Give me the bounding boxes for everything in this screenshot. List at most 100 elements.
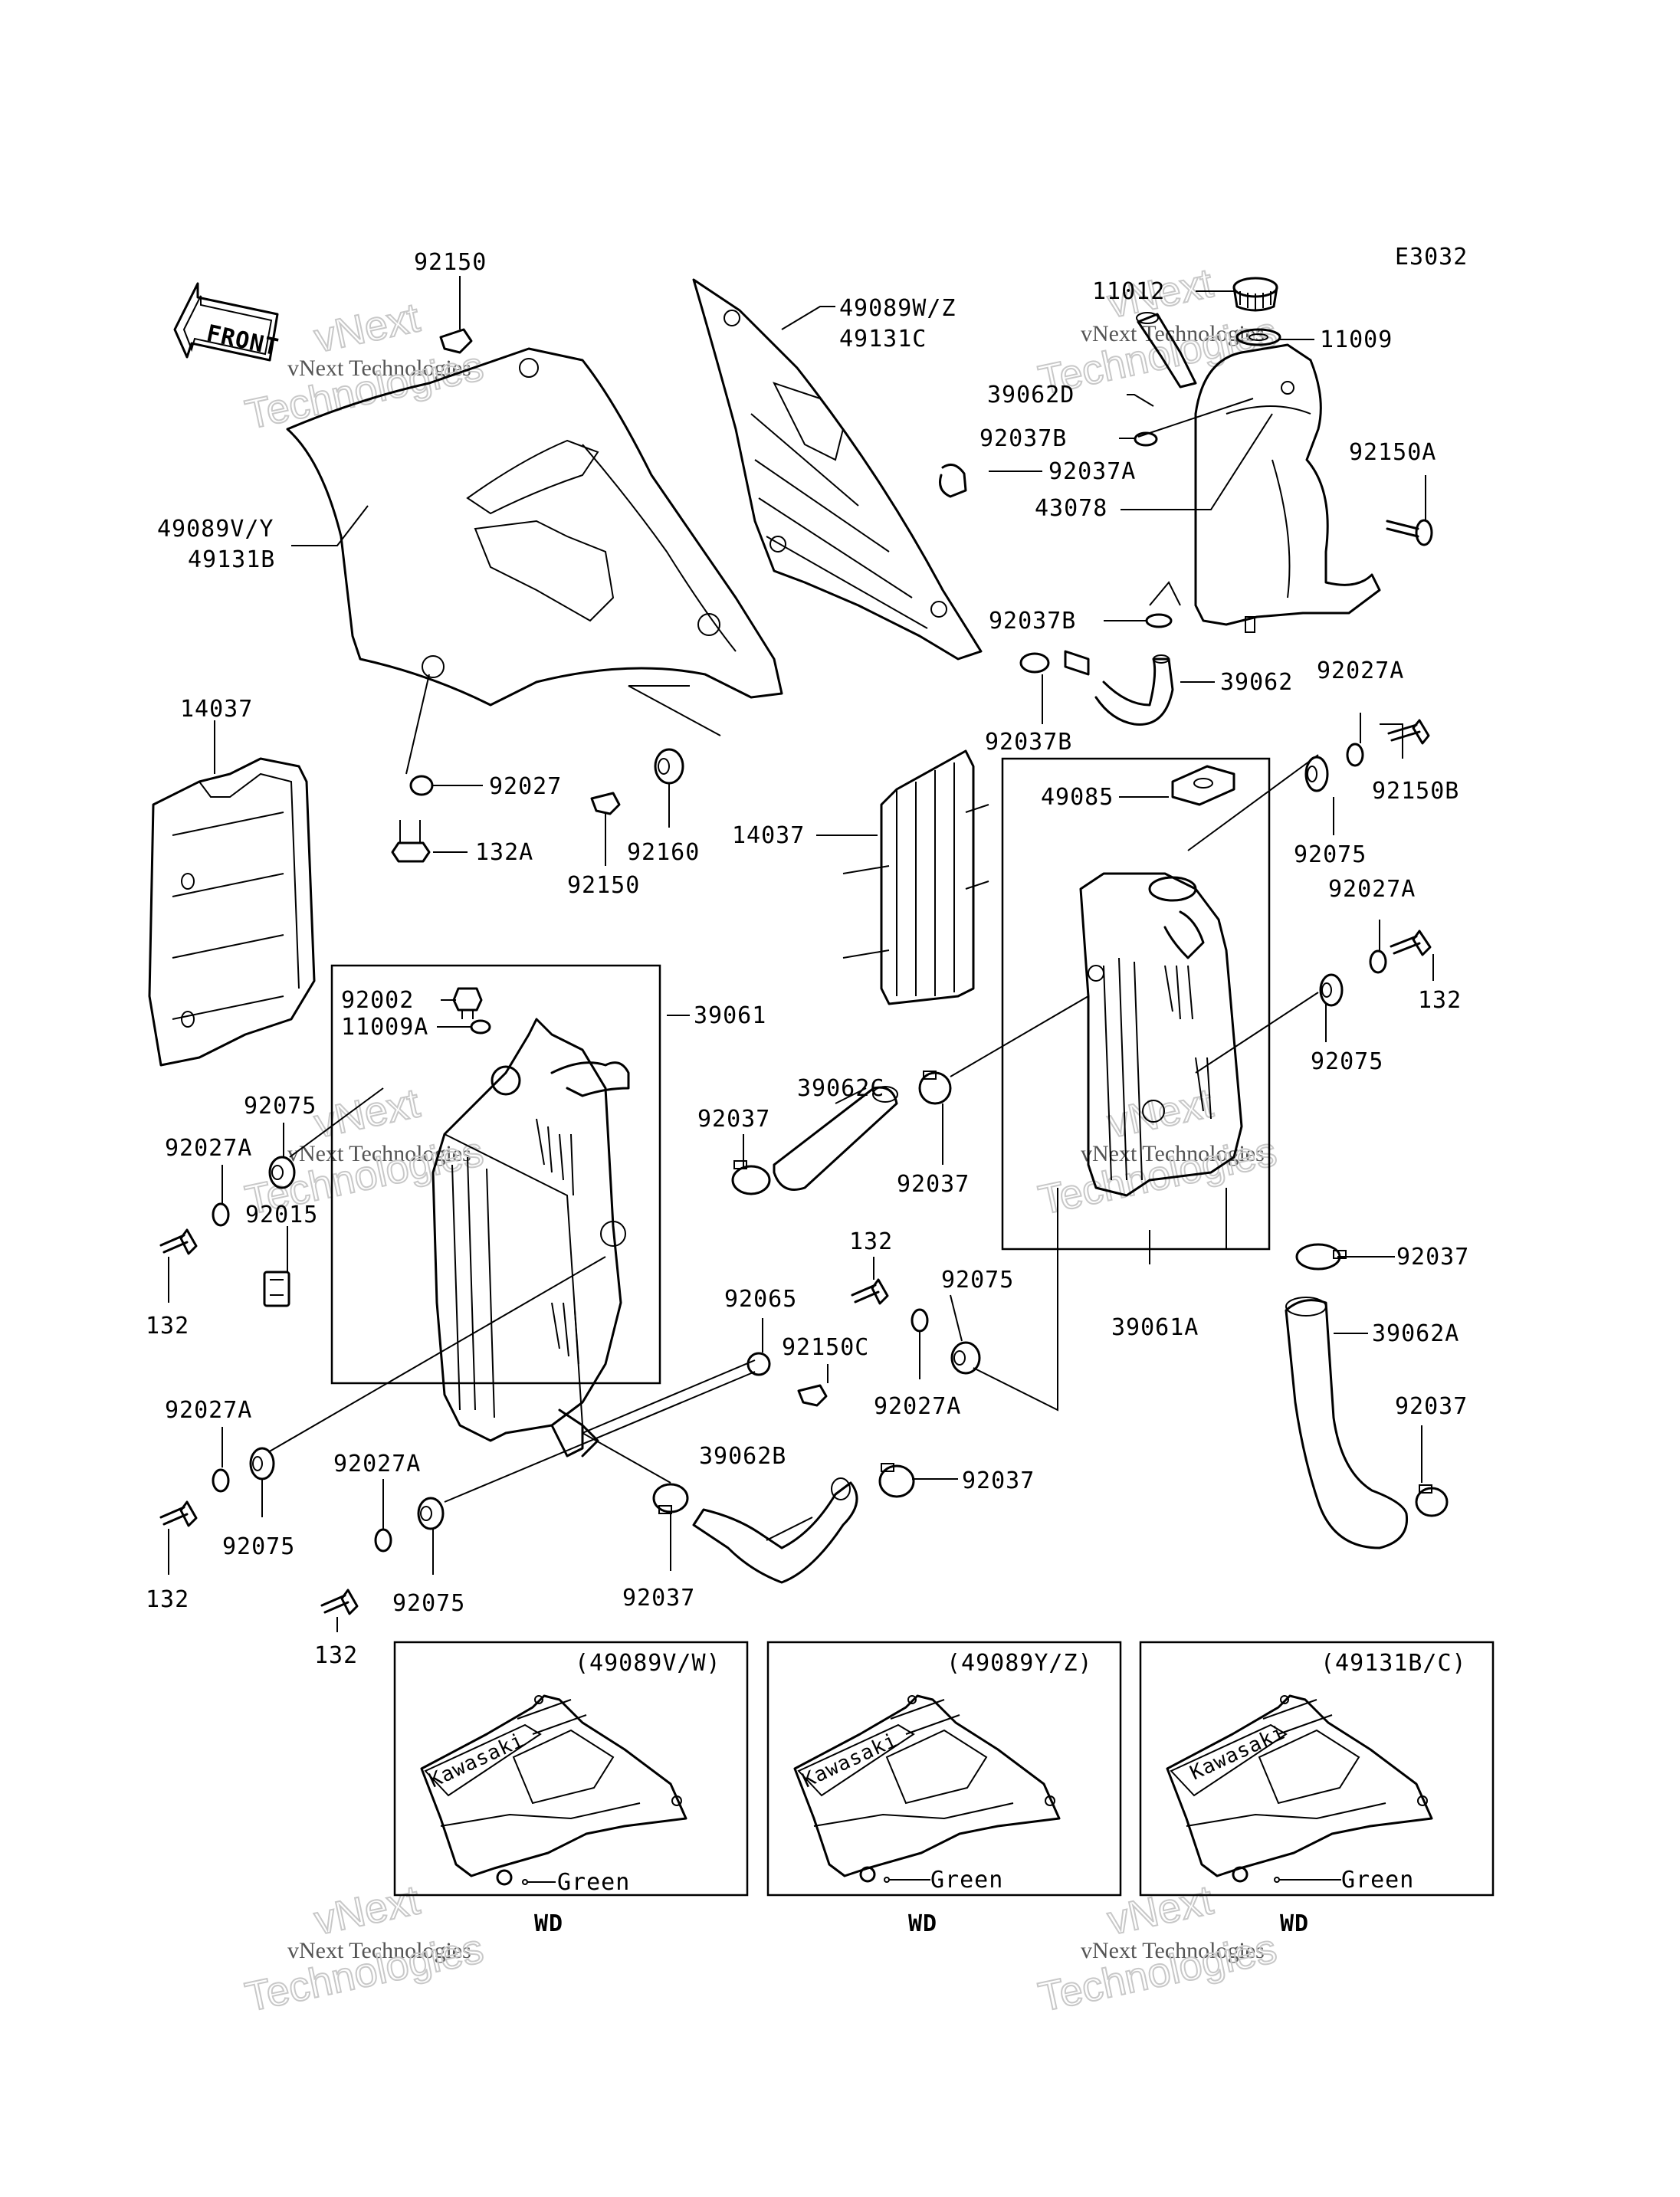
part-label: 11012 bbox=[1092, 278, 1165, 305]
part-label: 92150A bbox=[1349, 439, 1436, 466]
grommet bbox=[249, 1447, 275, 1481]
bolt bbox=[320, 1589, 359, 1615]
part-label: 92027A bbox=[874, 1393, 961, 1420]
part-label: 132A bbox=[475, 839, 533, 866]
hose-clamp bbox=[731, 1160, 771, 1195]
part-labels: 92150 49089W/Z 49131C 11012 11009 39062D… bbox=[146, 249, 1469, 1669]
inset-frame bbox=[393, 1641, 749, 1897]
part-label: 49089W/Z bbox=[839, 295, 956, 322]
part-label: 39061A bbox=[1111, 1314, 1199, 1341]
reservoir-tank bbox=[1194, 343, 1381, 633]
inset-caption: WD bbox=[908, 1910, 937, 1937]
left-radiator-frame bbox=[330, 964, 661, 1385]
part-label: 92002 bbox=[341, 987, 414, 1014]
part-label: 92027A bbox=[165, 1397, 252, 1424]
inset-variant-1: (49089V/W) Kawasaki Green bbox=[393, 1641, 749, 1897]
inset-title: (49131B/C) bbox=[1321, 1650, 1467, 1677]
grommet bbox=[268, 1156, 296, 1189]
part-label: 92027 bbox=[489, 773, 562, 800]
bolt-92150 bbox=[439, 328, 473, 354]
watermark-outline: vNext bbox=[310, 1080, 424, 1146]
part-label: 132 bbox=[1418, 987, 1462, 1014]
part-label: 92037 bbox=[1395, 1393, 1468, 1420]
part-label: 14037 bbox=[180, 696, 253, 723]
part-label: 92150C bbox=[782, 1334, 869, 1361]
leader-lines bbox=[168, 276, 1434, 1632]
hose-clip bbox=[939, 463, 967, 498]
part-label: 92037B bbox=[989, 608, 1076, 635]
grommet bbox=[950, 1341, 981, 1375]
inset-note: Green bbox=[557, 1869, 630, 1896]
o-ring-92065 bbox=[746, 1352, 771, 1376]
part-label: 39061 bbox=[694, 1002, 766, 1029]
hose-39062B bbox=[692, 1477, 858, 1584]
inset-note: Green bbox=[930, 1867, 1003, 1894]
watermark-text: vNext Technologies bbox=[1081, 1938, 1265, 1963]
hose-39062C bbox=[773, 1086, 898, 1191]
part-label: 92075 bbox=[1294, 841, 1367, 868]
bolt-92150C bbox=[797, 1384, 828, 1407]
part-label: 92037 bbox=[1396, 1244, 1469, 1271]
hose-clamp bbox=[918, 1071, 952, 1105]
part-label: 39062B bbox=[699, 1443, 786, 1470]
grommet bbox=[1304, 756, 1329, 792]
part-label: 11009 bbox=[1320, 326, 1393, 353]
inset-caption: WD bbox=[1280, 1910, 1309, 1937]
collar bbox=[374, 1528, 392, 1553]
breather-hose bbox=[1136, 312, 1197, 389]
part-label: 92065 bbox=[724, 1286, 797, 1313]
part-label: 92037B bbox=[985, 729, 1072, 756]
hose-clamp bbox=[1415, 1484, 1449, 1517]
collar bbox=[212, 1202, 230, 1227]
part-label: 92160 bbox=[627, 839, 700, 866]
watermark-text: vNext Technologies bbox=[1081, 321, 1265, 346]
right-radiator-shroud bbox=[692, 278, 983, 661]
part-label: 92027A bbox=[1328, 876, 1416, 903]
center-radiator-grille bbox=[842, 749, 989, 1005]
cap-gasket bbox=[1235, 328, 1281, 346]
bolt bbox=[159, 1228, 198, 1255]
hose-39062 bbox=[1064, 650, 1174, 726]
bolt bbox=[851, 1278, 889, 1305]
bolt-132A bbox=[391, 820, 431, 863]
bolt-92150 bbox=[590, 792, 621, 815]
part-label: 92037 bbox=[962, 1467, 1035, 1494]
part-label: 92037B bbox=[979, 425, 1067, 452]
front-arrow-icon: FRONT bbox=[173, 282, 281, 362]
watermark-outline: vNext bbox=[310, 294, 424, 361]
part-label: 92150 bbox=[414, 249, 487, 276]
part-label: 49131B bbox=[188, 546, 275, 573]
part-label: 39062D bbox=[987, 382, 1075, 408]
grommet bbox=[1319, 973, 1344, 1007]
watermark-text: vNext Technologies bbox=[287, 356, 471, 381]
hose-clamp bbox=[652, 1483, 689, 1514]
drain-bolt bbox=[452, 987, 483, 1019]
part-label: 132 bbox=[849, 1228, 893, 1255]
drain-washer bbox=[470, 1019, 491, 1035]
part-label: 49089V/Y bbox=[157, 516, 274, 543]
clamp-small bbox=[1134, 431, 1158, 447]
part-label: 132 bbox=[314, 1642, 358, 1669]
collar bbox=[911, 1308, 929, 1333]
inset-variant-3: (49131B/C) Kawasaki Green bbox=[1139, 1641, 1495, 1897]
part-label: 92015 bbox=[245, 1202, 318, 1228]
part-label: 39062C bbox=[797, 1075, 884, 1102]
reservoir-bolt bbox=[1386, 519, 1433, 546]
part-label: 43078 bbox=[1035, 495, 1107, 522]
collar bbox=[1346, 743, 1364, 767]
part-label: 92150 bbox=[567, 872, 640, 899]
part-label: 92037 bbox=[697, 1106, 770, 1133]
inset-frame bbox=[766, 1641, 1122, 1897]
part-label: 49131C bbox=[839, 326, 927, 353]
collar-92027 bbox=[409, 775, 434, 796]
inset-note: Green bbox=[1341, 1867, 1414, 1894]
right-radiator bbox=[1001, 757, 1271, 1251]
part-label: 39062A bbox=[1372, 1320, 1459, 1347]
part-label: 92037 bbox=[897, 1171, 970, 1198]
part-label: 11009A bbox=[341, 1014, 428, 1041]
part-label: 92075 bbox=[222, 1533, 295, 1560]
watermark-outline: vNext bbox=[310, 1877, 424, 1943]
part-label: 92075 bbox=[941, 1267, 1014, 1294]
inset-title: (49089V/W) bbox=[575, 1650, 721, 1677]
bolt bbox=[1390, 930, 1432, 956]
